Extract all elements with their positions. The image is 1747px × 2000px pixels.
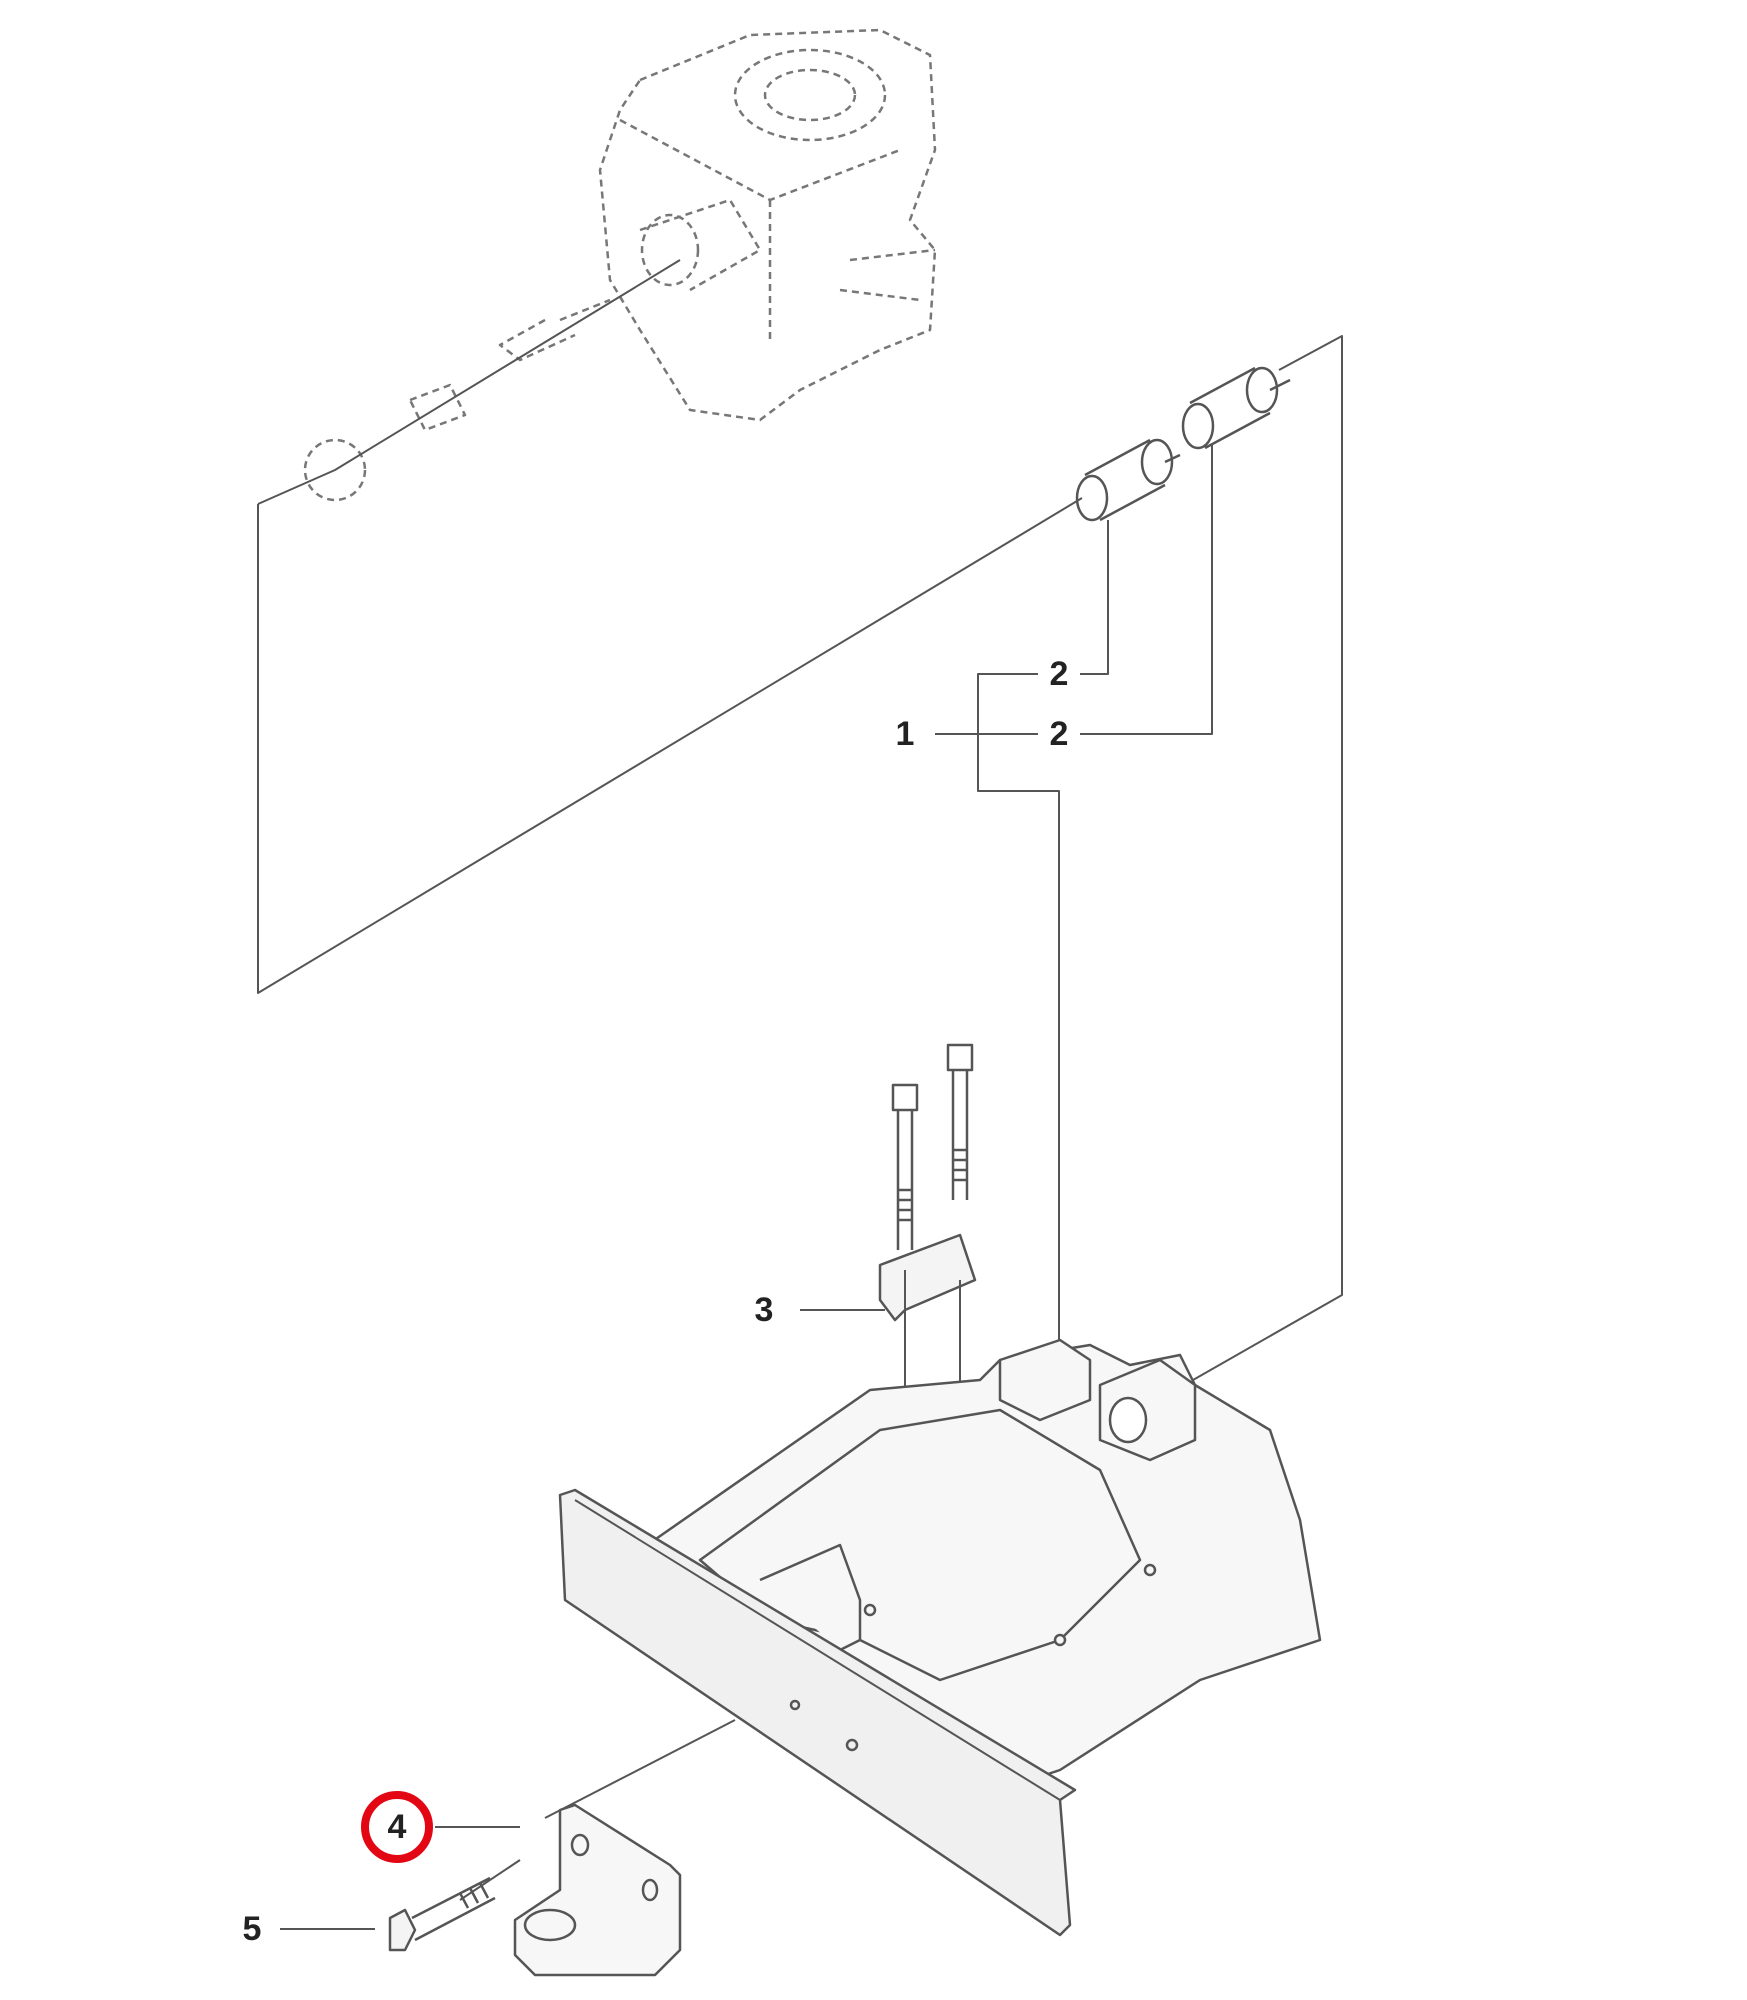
highlight-circle [361,1791,433,1863]
leader-lines [280,445,1213,1930]
assembly-line-right [1185,335,1343,1385]
callout-2-lower[interactable]: 2 [1049,715,1069,753]
callout-4[interactable]: 4 [387,1808,407,1846]
bushing-2 [1181,366,1291,450]
bolt-left [891,1083,919,1250]
callout-1[interactable]: 1 [895,715,915,753]
shaft-line [257,259,681,505]
bracket-part-4 [513,1803,682,1977]
assembly-line-left [257,497,1083,994]
bushing-1 [1075,438,1181,522]
callout-5[interactable]: 5 [242,1910,262,1948]
callout-2-upper[interactable]: 2 [1049,655,1069,693]
bolt-part-5 [388,1876,496,1952]
callout-3[interactable]: 3 [754,1291,774,1329]
base-frame [638,1338,1322,1792]
bolt-right [946,1043,974,1200]
front-bar [558,1488,1077,1937]
engine-phantom [303,28,937,502]
